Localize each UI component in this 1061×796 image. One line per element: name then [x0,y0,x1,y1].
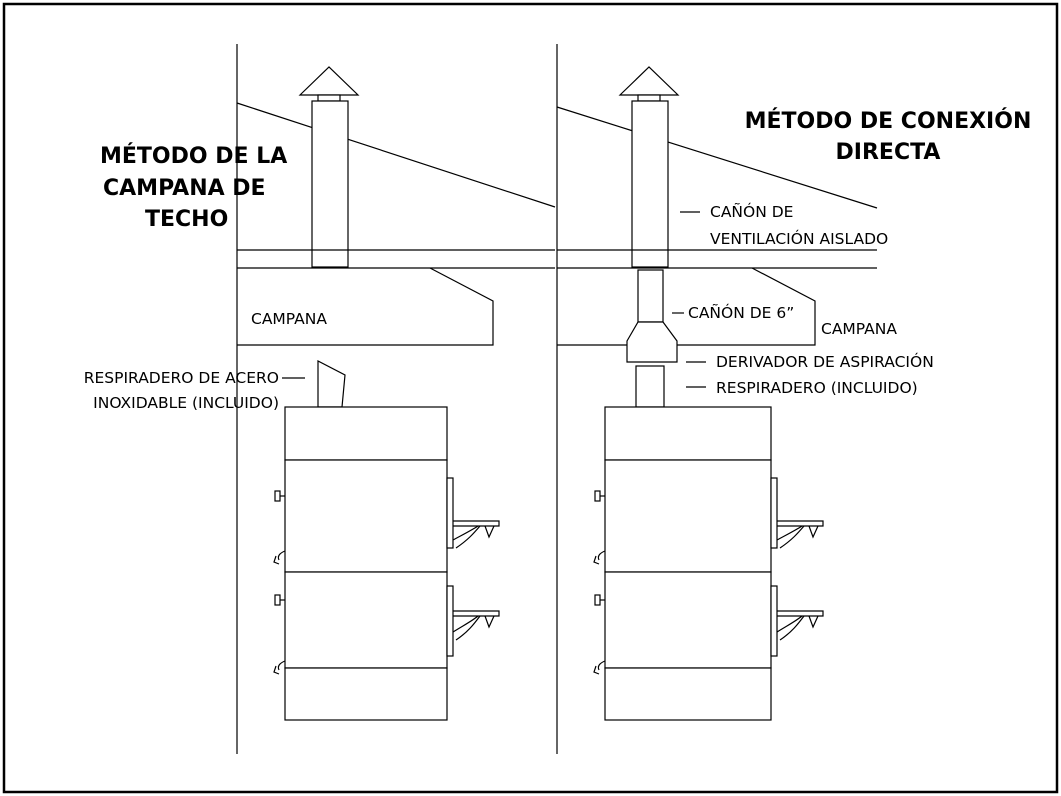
left-vent-label-line-2: INOXIDABLE (INCLUIDO) [93,394,279,412]
right-lower-shelf [770,585,824,657]
left-hood-label: CAMPANA [251,310,327,328]
left-chimney-pipe [311,100,349,268]
left-stove-upper-door [284,459,448,573]
left-stove-lower-door [284,571,448,669]
left-title-line-1: MÉTODO DE LA [100,143,287,169]
left-upper-knob [274,490,285,502]
right-title-line-1: MÉTODO DE CONEXIÓN [745,108,1032,134]
insulated-pipe-label-line-2: VENTILACIÓN AISLADO [710,229,888,248]
left-title-line-3: TECHO [145,207,228,232]
right-cap-collar [637,94,661,102]
left-upper-latch [273,550,286,565]
left-stove-top-section [284,406,448,461]
left-vent-label-line-1: RESPIRADERO DE ACERO [84,369,279,387]
left-vent [317,360,346,408]
left-canopy-hood [237,267,494,346]
left-upper-shelf [446,477,500,549]
right-roof-line [556,106,878,209]
draft-diverter [626,321,678,363]
right-upper-shelf [770,477,824,549]
right-canopy-hood [557,267,816,346]
left-cap-collar [317,94,341,102]
left-roof-line [236,102,556,208]
right-method-drawing [556,66,878,721]
draft-diverter-label: DERIVADOR DE ASPIRACIÓN [716,352,934,371]
right-stove-top-section [604,406,772,461]
right-vent-pipe [635,365,665,408]
insulated-pipe-label-line-1: CAÑÓN DE [710,202,793,221]
six-inch-pipe [637,269,664,323]
right-stove-base [604,667,772,721]
left-lower-latch [273,660,286,675]
right-stove-upper-door [604,459,772,573]
left-chimney-cap [298,66,360,96]
right-hood-label: CAMPANA [821,320,897,338]
right-lower-latch [593,660,606,675]
left-title-line-2: CAMPANA DE [103,176,266,201]
right-upper-knob [594,490,605,502]
right-chimney-pipe [631,100,669,268]
right-stove-lower-door [604,571,772,669]
six-inch-pipe-label: CAÑÓN DE 6” [688,303,794,322]
left-method-drawing [236,66,556,721]
right-title-line-2: DIRECTA [836,140,941,165]
right-chimney-cap [618,66,680,96]
right-lower-knob [594,594,605,606]
left-lower-knob [274,594,285,606]
left-stove-base [284,667,448,721]
right-upper-latch [593,550,606,565]
left-lower-shelf [446,585,500,657]
right-vent-label: RESPIRADERO (INCLUIDO) [716,379,918,397]
